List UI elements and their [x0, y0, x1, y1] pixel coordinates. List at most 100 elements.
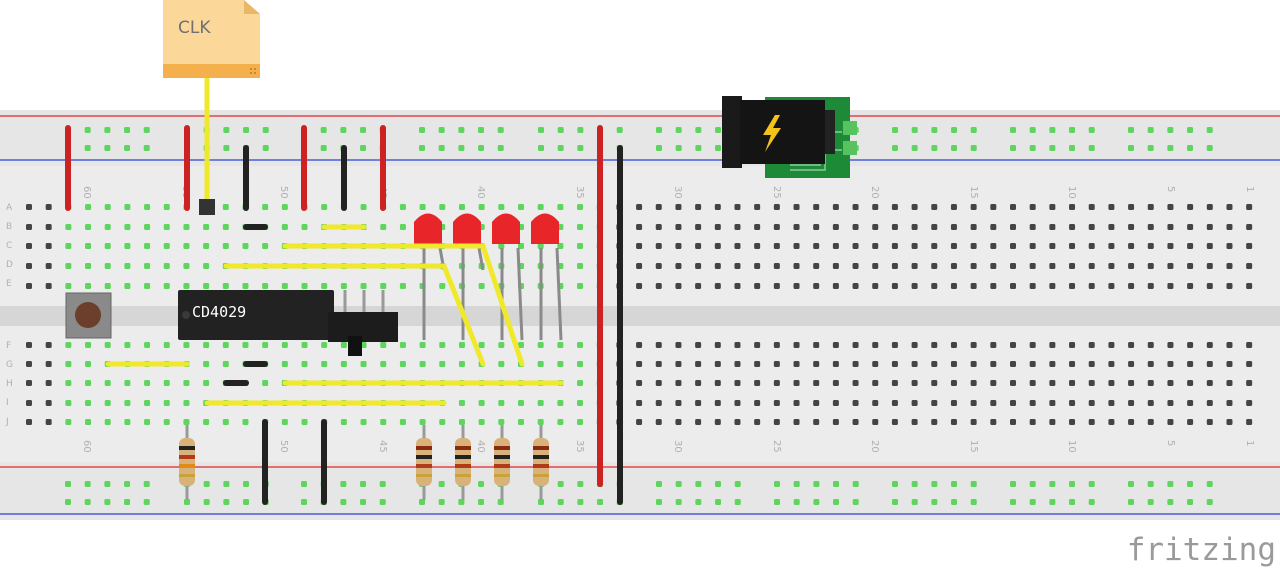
hole[interactable] [852, 499, 859, 505]
hole[interactable] [438, 127, 445, 133]
hole[interactable] [438, 145, 445, 151]
hole[interactable] [1049, 204, 1056, 210]
hole[interactable] [124, 419, 131, 425]
hole[interactable] [518, 419, 524, 425]
hole[interactable] [360, 361, 367, 367]
hole[interactable] [104, 342, 111, 348]
hole[interactable] [45, 243, 52, 249]
hole[interactable] [675, 127, 682, 133]
hole[interactable] [970, 419, 977, 425]
hole[interactable] [301, 481, 307, 487]
hole[interactable] [184, 499, 190, 505]
hole[interactable] [518, 243, 524, 249]
hole[interactable] [1167, 342, 1174, 348]
hole[interactable] [124, 127, 131, 133]
hole[interactable] [695, 419, 702, 425]
hole[interactable] [65, 263, 72, 269]
hole[interactable] [774, 481, 780, 487]
hole[interactable] [773, 400, 780, 406]
hole[interactable] [1226, 342, 1233, 348]
hole[interactable] [1226, 263, 1233, 269]
hole[interactable] [85, 263, 92, 269]
hole[interactable] [1029, 380, 1036, 386]
hole[interactable] [399, 361, 406, 367]
hole[interactable] [1206, 127, 1213, 133]
hole[interactable] [793, 481, 800, 487]
hole[interactable] [124, 204, 131, 210]
hole[interactable] [163, 380, 170, 386]
hole[interactable] [990, 380, 997, 386]
hole[interactable] [813, 419, 820, 425]
hole[interactable] [715, 145, 722, 151]
hole[interactable] [1226, 419, 1233, 425]
hole[interactable] [577, 263, 584, 269]
hole[interactable] [715, 481, 722, 487]
hole[interactable] [1010, 481, 1016, 487]
hole[interactable] [104, 400, 111, 406]
hole[interactable] [1226, 283, 1233, 289]
hole[interactable] [695, 204, 702, 210]
hole[interactable] [124, 224, 131, 230]
hole[interactable] [675, 400, 682, 406]
hole[interactable] [813, 204, 820, 210]
hole[interactable] [832, 224, 839, 230]
hole[interactable] [242, 419, 249, 425]
hole[interactable] [734, 342, 741, 348]
hole[interactable] [222, 283, 229, 289]
hole[interactable] [616, 127, 623, 133]
hole[interactable] [143, 481, 150, 487]
hole[interactable] [458, 145, 465, 151]
hole[interactable] [714, 400, 721, 406]
hole[interactable] [793, 419, 800, 425]
hole[interactable] [538, 499, 544, 505]
hole[interactable] [320, 145, 327, 151]
hole[interactable] [636, 263, 643, 269]
hole[interactable] [84, 481, 91, 487]
hole[interactable] [1226, 224, 1233, 230]
hole[interactable] [360, 283, 367, 289]
hole[interactable] [557, 481, 564, 487]
hole[interactable] [144, 400, 151, 406]
hole[interactable] [498, 400, 505, 406]
hole[interactable] [478, 419, 485, 425]
hole[interactable] [1226, 361, 1233, 367]
hole[interactable] [931, 400, 938, 406]
hole[interactable] [754, 361, 761, 367]
hole[interactable] [931, 342, 938, 348]
hole[interactable] [380, 224, 387, 230]
hole[interactable] [222, 204, 229, 210]
hole[interactable] [557, 127, 564, 133]
hole[interactable] [458, 419, 465, 425]
hole[interactable] [636, 419, 643, 425]
hole[interactable] [990, 243, 997, 249]
hole[interactable] [1147, 204, 1154, 210]
hole[interactable] [1187, 419, 1194, 425]
hole[interactable] [1206, 481, 1213, 487]
hole[interactable] [439, 204, 446, 210]
hole[interactable] [734, 419, 741, 425]
hole[interactable] [970, 380, 977, 386]
hole[interactable] [518, 400, 524, 406]
hole[interactable] [597, 499, 604, 505]
hole[interactable] [438, 499, 445, 505]
hole[interactable] [695, 342, 702, 348]
hole[interactable] [990, 263, 997, 269]
hole[interactable] [223, 145, 230, 151]
hole[interactable] [793, 499, 800, 505]
hole[interactable] [695, 127, 702, 133]
hole[interactable] [911, 499, 918, 505]
hole[interactable] [104, 380, 111, 386]
hole[interactable] [360, 481, 367, 487]
hole[interactable] [1088, 127, 1095, 133]
hole[interactable] [478, 127, 485, 133]
hole[interactable] [1049, 400, 1056, 406]
hole[interactable] [1187, 283, 1194, 289]
hole[interactable] [931, 263, 938, 269]
hole[interactable] [695, 481, 702, 487]
hole[interactable] [124, 400, 131, 406]
hole[interactable] [26, 283, 32, 289]
hole[interactable] [970, 361, 977, 367]
hole[interactable] [45, 400, 52, 406]
hole[interactable] [970, 400, 977, 406]
hole[interactable] [1246, 361, 1253, 367]
